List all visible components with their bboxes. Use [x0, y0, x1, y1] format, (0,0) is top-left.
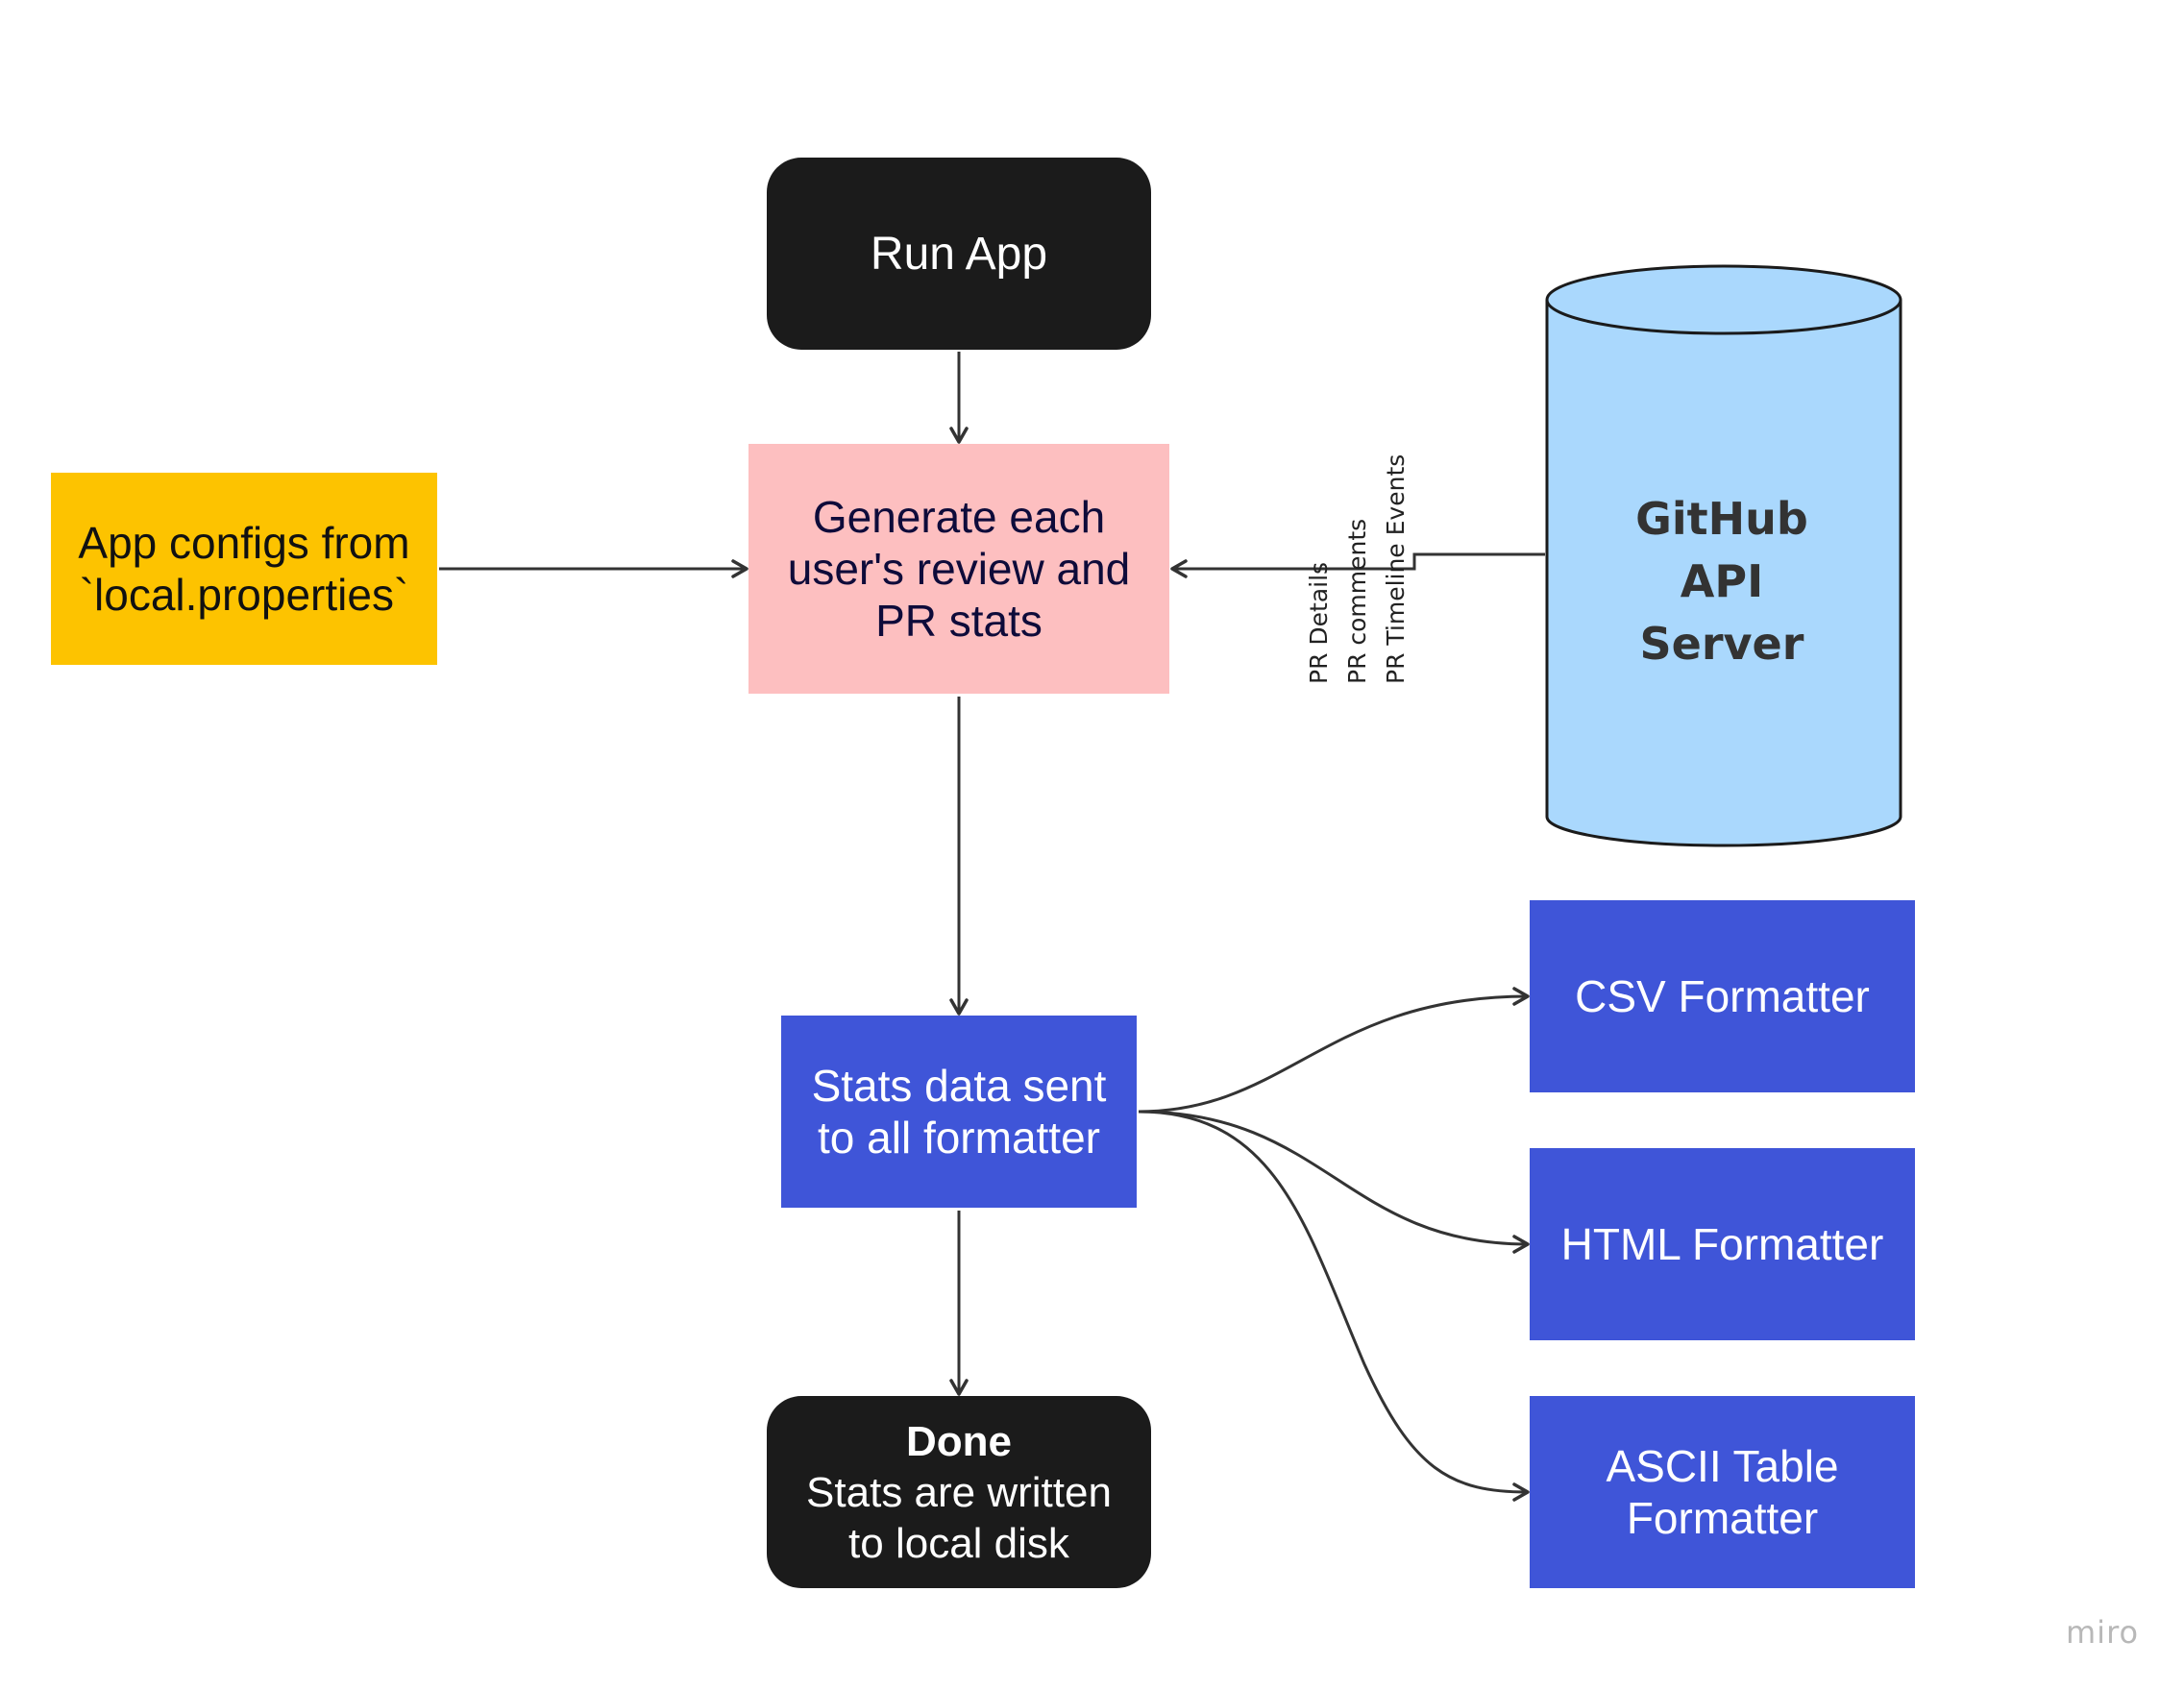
- csv-formatter-node[interactable]: CSV Formatter: [1530, 900, 1915, 1092]
- html-formatter-label: HTML Formatter: [1560, 1219, 1884, 1269]
- app-configs-node[interactable]: App configs from `local.properties`: [51, 473, 437, 665]
- edge-stats-to-html: [1138, 1110, 1530, 1254]
- edge-stats-to-csv: [1138, 987, 1530, 1114]
- html-formatter-node[interactable]: HTML Formatter: [1530, 1148, 1915, 1340]
- done-title: Done: [906, 1417, 1012, 1465]
- edge-label-pr-details: PR Details: [1305, 562, 1333, 684]
- done-label: Stats are written to local disk: [806, 1468, 1112, 1567]
- generate-stats-label: Generate each user's review and PR stats: [787, 492, 1131, 646]
- stats-sent-label: Stats data sent to all formatter: [811, 1061, 1107, 1163]
- ascii-formatter-label: ASCII Table Formatter: [1606, 1441, 1839, 1543]
- miro-watermark: miro: [2066, 1614, 2140, 1651]
- run-app-node[interactable]: Run App: [767, 158, 1151, 350]
- edge-label-pr-comments: PR comments: [1343, 519, 1371, 684]
- csv-formatter-label: CSV Formatter: [1575, 971, 1870, 1021]
- ascii-formatter-node[interactable]: ASCII Table Formatter: [1530, 1396, 1915, 1588]
- app-configs-label: App configs from `local.properties`: [78, 518, 410, 620]
- edge-stats-to-ascii: [1138, 1110, 1530, 1502]
- edge-label-pr-timeline-events: PR Timeline Events: [1382, 454, 1410, 684]
- done-node[interactable]: Done Stats are written to local disk: [767, 1396, 1151, 1588]
- generate-stats-node[interactable]: Generate each user's review and PR stats: [748, 444, 1169, 694]
- github-api-server-cylinder[interactable]: [1545, 264, 1902, 847]
- edge-github-to-generate: [1170, 552, 1545, 578]
- run-app-label: Run App: [870, 228, 1048, 280]
- stats-sent-node[interactable]: Stats data sent to all formatter: [781, 1016, 1137, 1208]
